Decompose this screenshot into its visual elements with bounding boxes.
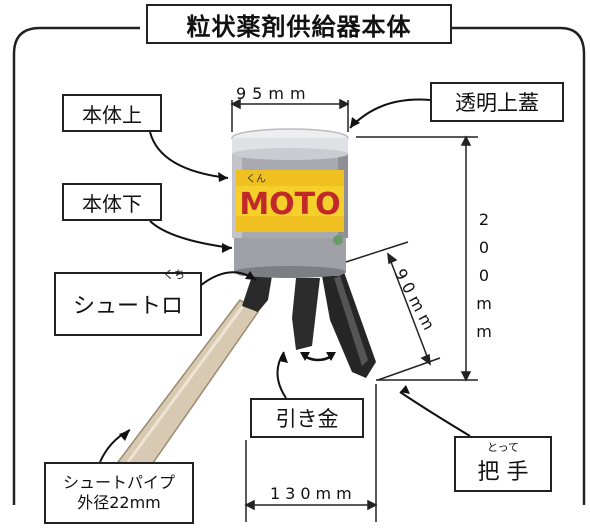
leader-handle xyxy=(399,391,471,437)
label-handle: とって 把 手 xyxy=(454,436,552,492)
label-transparent-lid: 透明上蓋 xyxy=(430,82,564,122)
body-upper-shape: MOTO くん xyxy=(232,150,348,245)
diagram-title: 粒状薬剤供給器本体 xyxy=(146,4,452,44)
lid-shape xyxy=(231,128,349,160)
leader-body-lower xyxy=(149,220,233,249)
leader-lid xyxy=(349,98,431,129)
label-body-upper: 本体上 xyxy=(62,94,162,132)
dim-95-text: 95mm xyxy=(236,84,312,103)
svg-text:くん: くん xyxy=(246,173,266,185)
body-lower-shape xyxy=(234,236,346,278)
label-chute-mouth: シュートロ xyxy=(54,272,202,336)
label-trigger: 引き金 xyxy=(250,398,364,438)
label-body-lower: 本体下 xyxy=(62,183,162,221)
label-chute-pipe: シュートパイプ 外径22mm xyxy=(44,462,194,524)
band-logo-text: MOTO xyxy=(239,187,340,222)
dim-90-line xyxy=(387,253,431,365)
label-handle-text: 把 手 xyxy=(477,460,529,485)
dim-130-text: 130mm xyxy=(270,484,357,503)
label-chute-pipe-line2: 外径22mm xyxy=(77,493,161,512)
trigger-swing-arrow xyxy=(303,354,333,362)
leader-body-upper xyxy=(149,131,229,179)
label-chute-ruby: くち xyxy=(163,268,185,281)
outer-frame xyxy=(12,26,586,505)
label-handle-ruby: とって xyxy=(486,441,520,454)
label-chute-pipe-line1: シュートパイプ xyxy=(62,473,175,492)
handle-legs-shape xyxy=(242,272,376,378)
